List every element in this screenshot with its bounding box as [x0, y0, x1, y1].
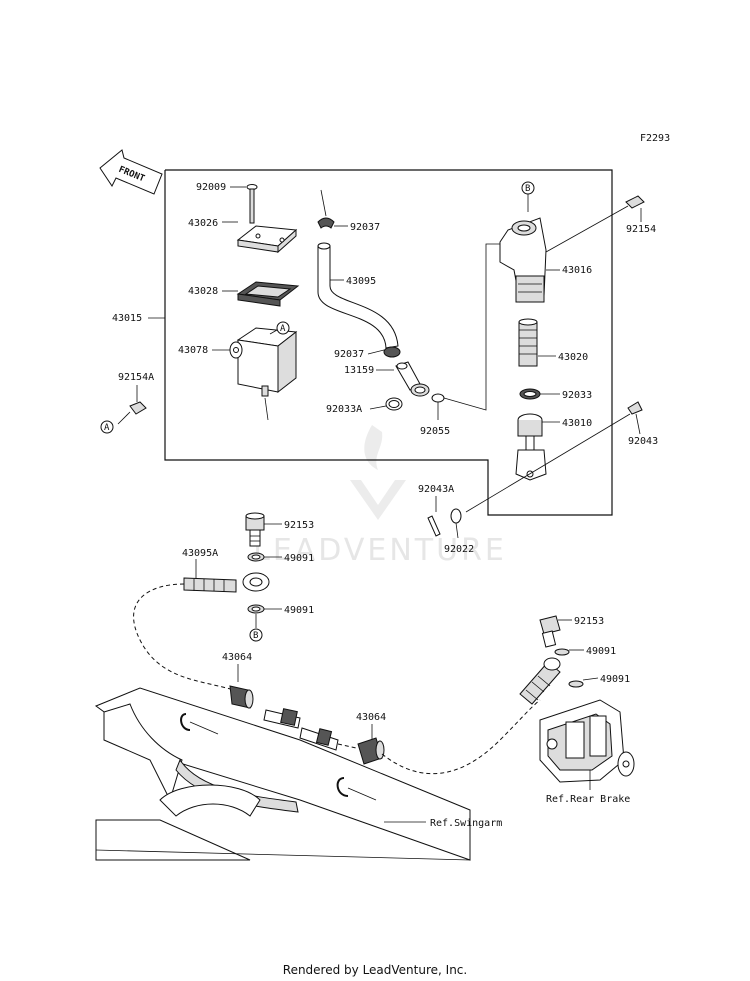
part-13159-fitting: 13159	[344, 361, 430, 397]
part-hose-end-fitting	[519, 657, 561, 705]
label-43095A: 43095A	[182, 548, 218, 559]
swingarm-reference: Ref.Swingarm	[94, 687, 502, 861]
part-92043-pin: 92043	[465, 401, 658, 513]
assembly-frame	[164, 169, 613, 516]
part-43016-master-cylinder: B 43016	[499, 181, 592, 303]
label-92043A: 92043A	[418, 484, 454, 495]
part-rear-brake-caliper: Ref.Rear Brake	[539, 699, 635, 805]
label-92153-lower: 92153	[574, 616, 604, 627]
front-arrow-icon: FRONT	[99, 149, 163, 195]
label-13159: 13159	[344, 365, 374, 376]
diagram-code: F2293	[640, 133, 670, 144]
label-92009: 92009	[196, 182, 226, 193]
part-43010-push-rod: 43010	[515, 413, 592, 481]
part-92154-bolt: 92154	[545, 195, 656, 253]
label-49091-4: 49091	[600, 674, 630, 685]
label-43016: 43016	[562, 265, 592, 276]
part-43064-grommet-right: 43064	[356, 699, 541, 775]
part-43095-hose: 43095	[317, 242, 399, 349]
label-92033: 92033	[562, 390, 592, 401]
label-92043: 92043	[628, 436, 658, 447]
label-43026: 43026	[188, 218, 218, 229]
part-49091-washer-1: 49091	[247, 552, 314, 564]
label-92033A: 92033A	[326, 404, 362, 415]
part-92153-banjo-bolt-upper: 92153	[245, 512, 314, 547]
label-43095: 43095	[346, 276, 376, 287]
part-92037-clamp-lower: 92037	[334, 346, 401, 360]
part-brake-hose-pipe	[263, 708, 357, 751]
label-49091-2: 49091	[284, 605, 314, 616]
footer-credit: Rendered by LeadVenture, Inc.	[282, 963, 468, 977]
part-43020-piston: 43020	[518, 318, 588, 367]
part-92022-washer: 92022	[444, 508, 474, 555]
label-92154A: 92154A	[118, 372, 154, 383]
part-49091-washer-4: 49091	[568, 674, 630, 688]
callout-b-lower: B	[253, 631, 258, 641]
part-49091-washer-2: 49091 B	[247, 604, 314, 642]
label-92037-lower: 92037	[334, 349, 364, 360]
part-43064-grommet-left: 43064	[222, 652, 254, 709]
callout-b-top: B	[525, 184, 530, 194]
part-43028-diaphragm: 43028	[188, 281, 300, 307]
part-43078-reservoir: 43078 A	[178, 321, 298, 421]
label-92153-upper: 92153	[284, 520, 314, 531]
part-92009-screw: 92009	[196, 182, 258, 224]
label-92022: 92022	[444, 544, 474, 555]
part-43026-reservoir-cap: 43026	[188, 218, 298, 254]
callout-a-circle	[276, 321, 290, 335]
label-43020: 43020	[558, 352, 588, 363]
part-92043A-cotter-pin: 92043A	[418, 484, 454, 537]
label-92055: 92055	[420, 426, 450, 437]
label-43064-right: 43064	[356, 712, 386, 723]
callout-a-left: A	[104, 423, 110, 433]
label-ref-rear-brake: Ref.Rear Brake	[546, 794, 630, 805]
label-49091-1: 49091	[284, 553, 314, 564]
label-92154: 92154	[626, 224, 656, 235]
part-92153-banjo-bolt-lower: 92153	[539, 615, 604, 648]
label-43064-left: 43064	[222, 652, 252, 663]
label-43010: 43010	[562, 418, 592, 429]
label-43015: 43015	[112, 313, 142, 324]
part-92037-clamp-upper: 92037	[317, 189, 380, 233]
label-49091-3: 49091	[586, 646, 616, 657]
part-49091-washer-3: 49091	[554, 646, 616, 657]
part-92154A-bolt: 92154A A	[100, 372, 154, 434]
part-92033A-circlip: 92033A	[326, 397, 403, 415]
label-92037-upper: 92037	[350, 222, 380, 233]
part-92055-o-ring: 92055	[420, 243, 505, 437]
watermark-logo: LEADVENTURE	[253, 425, 507, 568]
watermark-text: LEADVENTURE	[253, 533, 507, 568]
label-43078: 43078	[178, 345, 208, 356]
label-43028: 43028	[188, 286, 218, 297]
callout-a-top: A	[280, 324, 286, 334]
label-ref-swingarm: Ref.Swingarm	[430, 818, 502, 829]
part-43095A-brake-hose: 43095A	[133, 548, 270, 691]
part-92033-circlip: 92033	[519, 388, 592, 401]
